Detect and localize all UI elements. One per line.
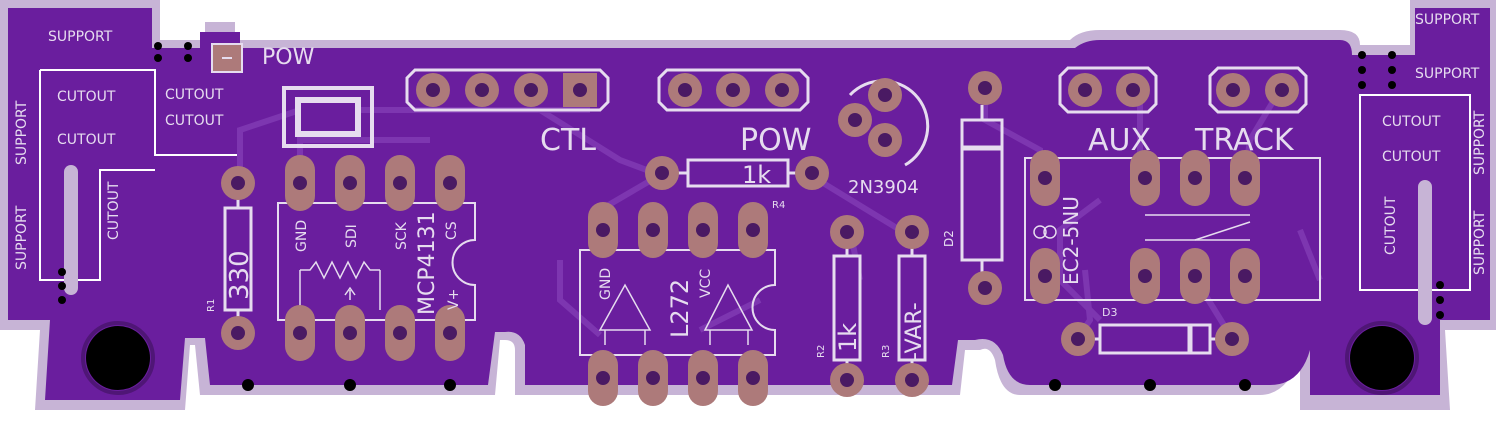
r2-ref: R2 bbox=[816, 345, 827, 358]
support-left-1: SUPPORT bbox=[14, 100, 30, 165]
l272-chip-label: L272 bbox=[666, 279, 694, 338]
switch-pad bbox=[295, 97, 361, 137]
mcp-sdi: SDI bbox=[344, 224, 360, 248]
r4-value: 1k bbox=[742, 161, 771, 189]
chip-mcp4131 bbox=[277, 155, 476, 361]
slot-right bbox=[1418, 180, 1432, 325]
r3-value: -VAR- bbox=[902, 302, 927, 360]
resistor-r3 bbox=[895, 215, 929, 397]
cutout-region-left bbox=[39, 69, 240, 281]
mcp-vplus: V+ bbox=[446, 289, 462, 310]
cutout-region-right bbox=[1359, 94, 1471, 291]
r3-ref: R3 bbox=[881, 345, 892, 358]
support-right-1: SUPPORT bbox=[1472, 110, 1488, 175]
relay-ec2 bbox=[1024, 150, 1321, 304]
vias bbox=[58, 42, 1444, 391]
aux-header bbox=[1058, 66, 1158, 114]
led-pow-label: POW bbox=[262, 45, 315, 70]
resistor-r2 bbox=[830, 215, 864, 397]
slot-left bbox=[64, 165, 78, 295]
ctl-label: CTL bbox=[540, 123, 596, 158]
cutout-left-3: CUTOUT bbox=[165, 87, 224, 103]
track-header bbox=[1208, 66, 1308, 114]
r1-value: 330 bbox=[225, 250, 255, 300]
mcp-sck: SCK bbox=[394, 221, 410, 250]
mount-hole-right-ring bbox=[1345, 321, 1419, 395]
cutout-left-4: CUTOUT bbox=[165, 113, 224, 129]
led-pad bbox=[211, 43, 243, 73]
cutout-right-2: CUTOUT bbox=[1382, 149, 1441, 165]
support-left-2: SUPPORT bbox=[14, 205, 30, 270]
cutout-left-2: CUTOUT bbox=[57, 132, 116, 148]
mount-hole-left bbox=[86, 326, 150, 390]
r2-value: 1k bbox=[834, 323, 862, 352]
support-right-2: SUPPORT bbox=[1472, 210, 1488, 275]
mcp-gnd: GND bbox=[294, 220, 310, 252]
support-top-left: SUPPORT bbox=[48, 29, 113, 45]
support-top-right-1: SUPPORT bbox=[1415, 12, 1480, 28]
d3-ref: D3 bbox=[1102, 306, 1117, 319]
support-top-right-2: SUPPORT bbox=[1415, 66, 1480, 82]
d2-ref: D2 bbox=[942, 230, 956, 247]
r1-ref: R1 bbox=[206, 299, 217, 312]
mcp-cs: CS bbox=[444, 221, 460, 240]
diode-d3 bbox=[1061, 322, 1249, 356]
cutout-right-vertical: CUTOUT bbox=[1383, 196, 1399, 255]
cutout-left-1: CUTOUT bbox=[57, 89, 116, 105]
ctl-header bbox=[405, 68, 610, 112]
cutout-left-vertical: CUTOUT bbox=[106, 181, 122, 240]
mount-hole-left-ring bbox=[81, 321, 155, 395]
cutout-right-1: CUTOUT bbox=[1382, 114, 1441, 130]
mount-hole-right bbox=[1350, 326, 1414, 390]
transistor-label: 2N3904 bbox=[848, 177, 919, 198]
l272-gnd: GND bbox=[598, 268, 614, 300]
mcp-chip-label: MCP4131 bbox=[415, 211, 440, 315]
transistor-2n3904 bbox=[838, 78, 930, 167]
resistor-r1 bbox=[221, 166, 255, 350]
diode-d2 bbox=[960, 71, 1004, 305]
switch-footprint bbox=[282, 86, 374, 148]
l272-vcc: VCC bbox=[698, 269, 714, 298]
chip-l272 bbox=[579, 202, 776, 406]
pow-header bbox=[657, 68, 810, 112]
pow-header-label: POW bbox=[740, 123, 811, 158]
resistor-r4 bbox=[645, 156, 829, 190]
relay-label: EC2-5NU bbox=[1059, 196, 1083, 285]
r4-ref: R4 bbox=[772, 200, 785, 211]
